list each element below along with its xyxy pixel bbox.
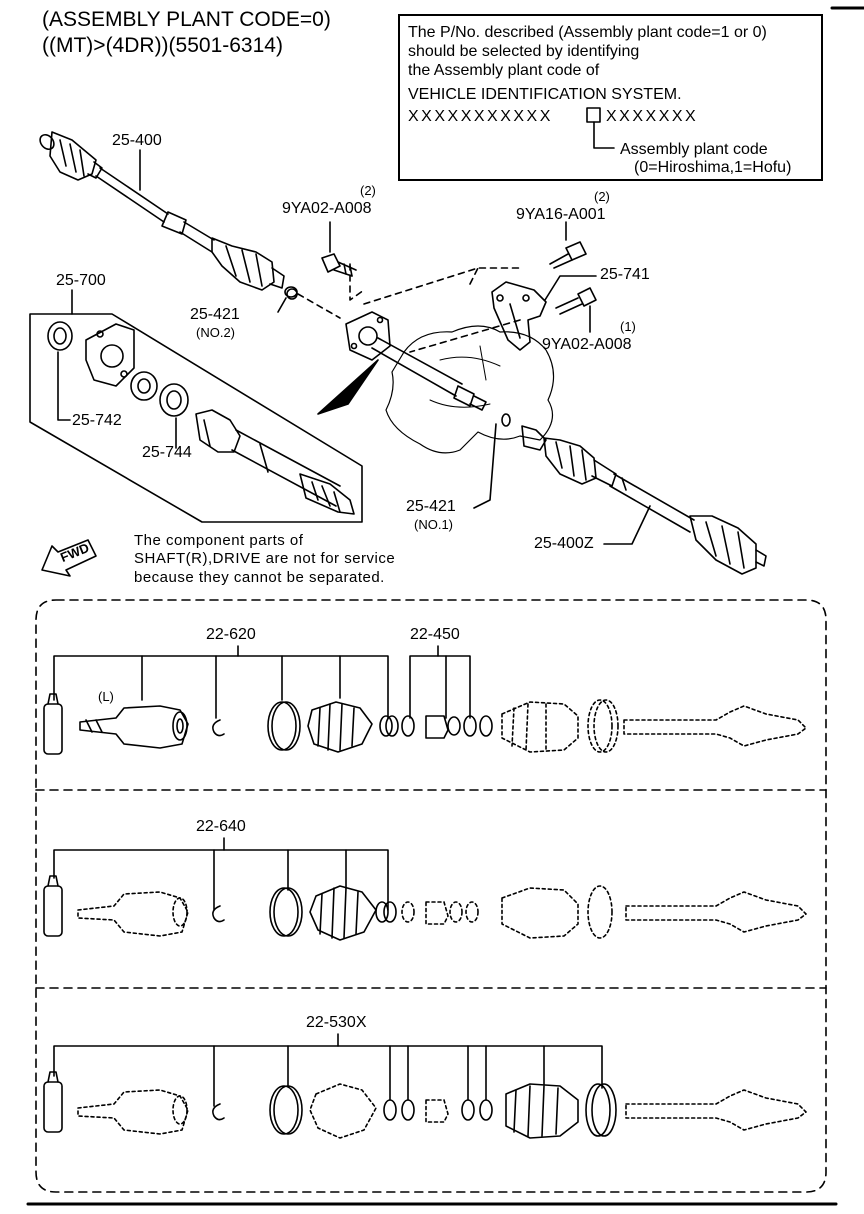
callout-9ya02-right-qty: (1) — [620, 319, 636, 334]
row-22-530x — [43, 1033, 807, 1139]
kit-box — [35, 599, 827, 1193]
dashed-link-left — [297, 263, 365, 319]
row-22-640 — [43, 837, 807, 941]
leader-25-400z — [603, 505, 651, 545]
vin-left: XXXXXXXXXXX — [408, 108, 553, 125]
callout-25-700: 25-700 — [56, 272, 106, 289]
callout-25-400: 25-400 — [112, 132, 162, 149]
info-box — [398, 14, 823, 181]
fwd-arrow — [41, 539, 97, 577]
info-line2: should be selected by identifying — [408, 43, 640, 60]
pointer-wedge — [317, 359, 379, 415]
bolt-9ya16 — [549, 241, 587, 269]
callout-25-421-no1-sub: (NO.1) — [414, 517, 453, 532]
circlip-no2 — [286, 288, 298, 300]
callout-9ya16: 9YA16-A001 — [516, 206, 606, 223]
callout-22-620: 22-620 — [206, 626, 256, 643]
inset-25-700 — [29, 289, 363, 523]
page-title-line1: (ASSEMBLY PLANT CODE=0) — [42, 8, 331, 31]
intermediate-shaft — [345, 311, 487, 411]
callout-9ya02-right: 9YA02-A008 — [542, 336, 632, 353]
page-title-line2: ((MT)>(4DR))(5501-6314) — [42, 34, 283, 57]
leader-25-421-no2 — [277, 297, 287, 313]
callout-25-744: 25-744 — [142, 444, 192, 461]
callout-9ya02-top: 9YA02-A008 — [282, 200, 372, 217]
drive-shaft-left — [39, 131, 298, 298]
service-note-line3: because they cannot be separated. — [134, 569, 385, 586]
leader-25-421-no1 — [473, 423, 497, 509]
bolt-9ya02-top — [321, 253, 357, 277]
service-note-line2: SHAFT(R),DRIVE are not for service — [134, 550, 396, 567]
plant-code-leader — [593, 121, 615, 149]
leader-25-742 — [57, 351, 71, 421]
info-line3: the Assembly plant code of — [408, 62, 600, 79]
plant-code-values: (0=Hiroshima,1=Hofu) — [634, 159, 792, 176]
callout-25-421-no1: 25-421 — [406, 498, 456, 515]
engine-outline — [385, 325, 555, 454]
callout-22-450: 22-450 — [410, 626, 460, 643]
engine-detail — [429, 345, 501, 408]
info-line1: The P/No. described (Assembly plant code… — [408, 24, 767, 41]
bolt-9ya02-right — [555, 287, 597, 315]
callout-l: (L) — [98, 689, 114, 704]
callout-25-741: 25-741 — [600, 266, 650, 283]
plant-code-label: Assembly plant code — [620, 141, 768, 158]
service-note-line1: The component parts of — [134, 532, 304, 549]
row-22-620 — [43, 645, 807, 755]
callout-22-640: 22-640 — [196, 818, 246, 835]
callout-22-530x: 22-530X — [306, 1014, 367, 1031]
callout-25-400z: 25-400Z — [534, 535, 594, 552]
leader-25-741 — [544, 275, 597, 301]
bracket-25-741 — [491, 281, 547, 351]
callout-9ya02-top-qty: (2) — [360, 183, 376, 198]
callout-25-421-no2: 25-421 — [190, 306, 240, 323]
info-line4: VEHICLE IDENTIFICATION SYSTEM. — [408, 86, 682, 103]
dashed-link-right — [363, 267, 521, 353]
callout-25-421-no2-sub: (NO.2) — [196, 325, 235, 340]
drive-shaft-right — [501, 413, 767, 575]
callout-9ya16-qty: (2) — [594, 189, 610, 204]
callout-25-742: 25-742 — [72, 412, 122, 429]
vin-right: XXXXXXX — [606, 108, 699, 125]
